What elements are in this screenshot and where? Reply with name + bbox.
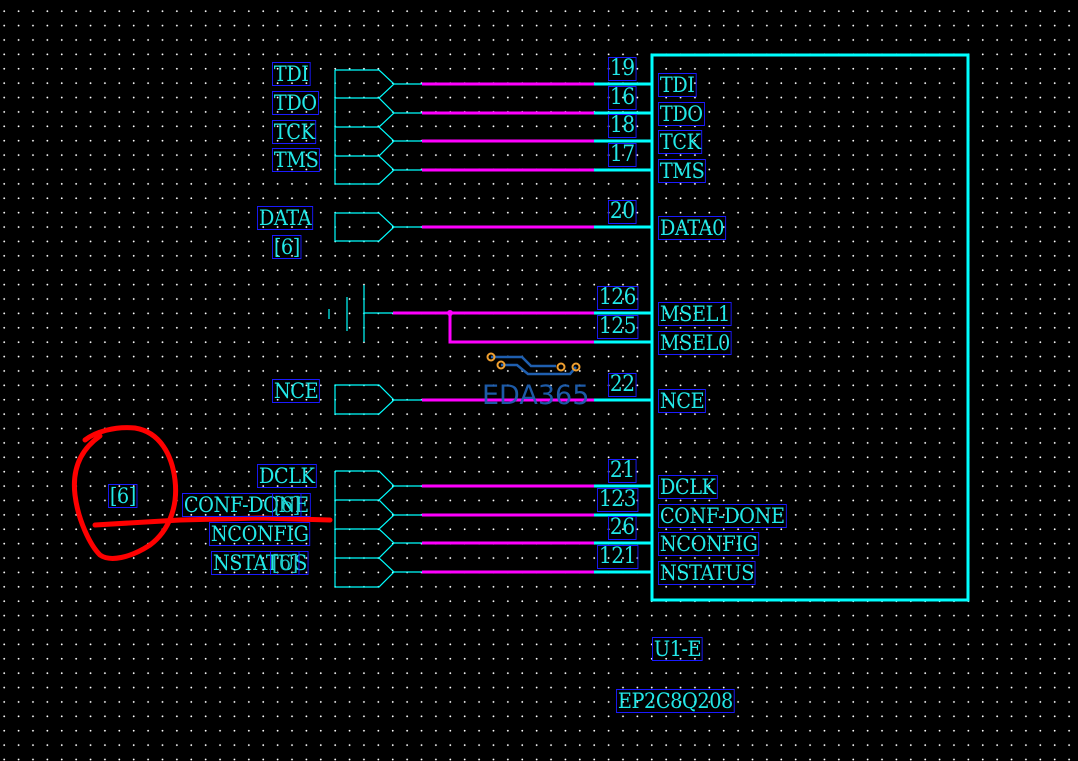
port-tdo-shape[interactable]: [335, 97, 395, 128]
pin-number-tdi: 19: [608, 56, 637, 81]
port-sheet-ref-circled[interactable]: [6]: [108, 484, 138, 508]
pin-name-conf-done[interactable]: CONF-DONE: [658, 504, 787, 528]
pin-number-tck: 18: [608, 113, 637, 138]
port-sheet-ref-data[interactable]: [6]: [272, 235, 302, 259]
watermark-text: EDA365: [482, 380, 590, 411]
watermark-logo-icon: [486, 352, 581, 376]
port-label-tdo[interactable]: TDO: [272, 91, 319, 115]
pin-name-tdi[interactable]: TDI: [658, 73, 697, 97]
port-label-conf-done[interactable]: CONF-DONE: [182, 493, 311, 517]
port-nconfig-shape[interactable]: [335, 528, 395, 559]
port-label-dclk[interactable]: DCLK: [257, 464, 317, 488]
pin-name-msel1[interactable]: MSEL1: [658, 302, 732, 326]
pin-name-nce[interactable]: NCE: [658, 389, 707, 413]
port-sheet-ref-overlap-2[interactable]: [6]: [270, 551, 300, 575]
port-tdi-shape[interactable]: [335, 69, 395, 99]
port-tck-shape[interactable]: [335, 126, 395, 157]
component-part-number[interactable]: EP2C8Q208: [616, 689, 735, 713]
component-reference[interactable]: U1-E: [652, 637, 704, 661]
port-label-tdi[interactable]: TDI: [272, 62, 311, 86]
pin-number-tms: 17: [608, 142, 637, 167]
port-label-tms[interactable]: TMS: [272, 148, 321, 172]
port-label-nstatus[interactable]: NSTATUS: [211, 551, 309, 575]
pin-name-msel0[interactable]: MSEL0: [658, 331, 732, 355]
port-label-nce[interactable]: NCE: [272, 379, 321, 403]
pin-number-msel1: 126: [597, 285, 638, 310]
port-conf-done-shape[interactable]: [335, 499, 395, 530]
pin-name-tdo[interactable]: TDO: [658, 102, 705, 126]
pin-name-tms[interactable]: TMS: [658, 159, 707, 183]
pin-name-nstatus[interactable]: NSTATUS: [658, 561, 756, 585]
port-dclk-shape[interactable]: [335, 470, 395, 501]
pin-number-tdo: 16: [608, 85, 637, 110]
wire-msel0[interactable]: [448, 313, 594, 344]
port-label-data[interactable]: DATA: [257, 206, 314, 230]
pin-number-data0: 20: [608, 199, 637, 224]
port-sheet-ref-overlap-1[interactable]: [6]: [272, 493, 302, 517]
pin-number-nstatus: 121: [597, 544, 638, 569]
port-nce-shape[interactable]: [334, 384, 395, 415]
pin-number-dclk: 21: [608, 458, 637, 483]
pin-number-msel0: 125: [597, 314, 638, 339]
red-annotation-circle: [71, 425, 333, 561]
pin-name-dclk[interactable]: DCLK: [658, 475, 718, 499]
port-label-nconfig[interactable]: NCONFIG: [209, 522, 311, 546]
pin-name-nconfig[interactable]: NCONFIG: [658, 532, 760, 556]
pin-number-nconfig: 26: [608, 515, 637, 540]
port-label-tck[interactable]: TCK: [272, 120, 317, 144]
port-data-shape[interactable]: [334, 212, 395, 242]
ground-symbol[interactable]: [328, 285, 393, 342]
port-tms-shape[interactable]: [335, 155, 395, 185]
junction-dot: [447, 310, 453, 316]
component-body[interactable]: [650, 53, 970, 602]
pin-number-conf-done: 123: [597, 487, 638, 512]
pin-name-tck[interactable]: TCK: [658, 130, 703, 154]
port-nstatus-shape[interactable]: [335, 557, 395, 588]
pin-name-data0[interactable]: DATA0: [658, 216, 726, 240]
pin-number-nce: 22: [608, 372, 637, 397]
